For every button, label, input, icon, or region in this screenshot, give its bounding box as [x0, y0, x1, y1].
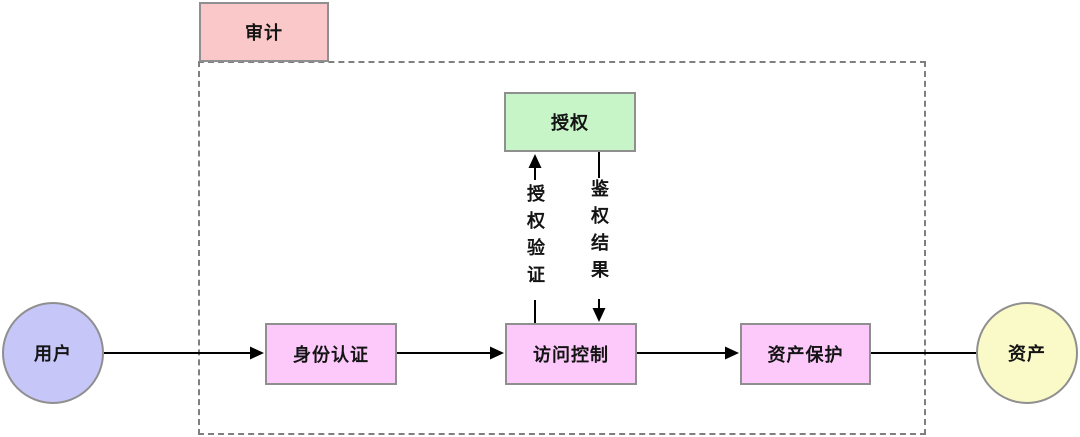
audit-label: 审计 [245, 23, 283, 43]
authorization-node: 授权 [504, 92, 636, 152]
access-control-label: 访问控制 [533, 345, 609, 365]
asset-protection-label: 资产保护 [767, 345, 844, 365]
authorization-label: 授权 [551, 113, 589, 133]
asset-terminal: 资产 [976, 302, 1078, 404]
user-terminal: 用户 [2, 302, 104, 404]
audit-node: 审计 [199, 2, 329, 62]
user-label: 用户 [34, 344, 72, 364]
identity-auth-label: 身份认证 [293, 345, 369, 365]
asset-label: 资产 [1008, 344, 1046, 364]
asset-protection-node: 资产保护 [740, 323, 871, 385]
authz-verify-edge-label: 授权验证 [525, 184, 545, 292]
identity-auth-node: 身份认证 [265, 323, 397, 385]
access-control-node: 访问控制 [505, 323, 637, 385]
authz-result-edge-label: 鉴权结果 [589, 179, 609, 287]
